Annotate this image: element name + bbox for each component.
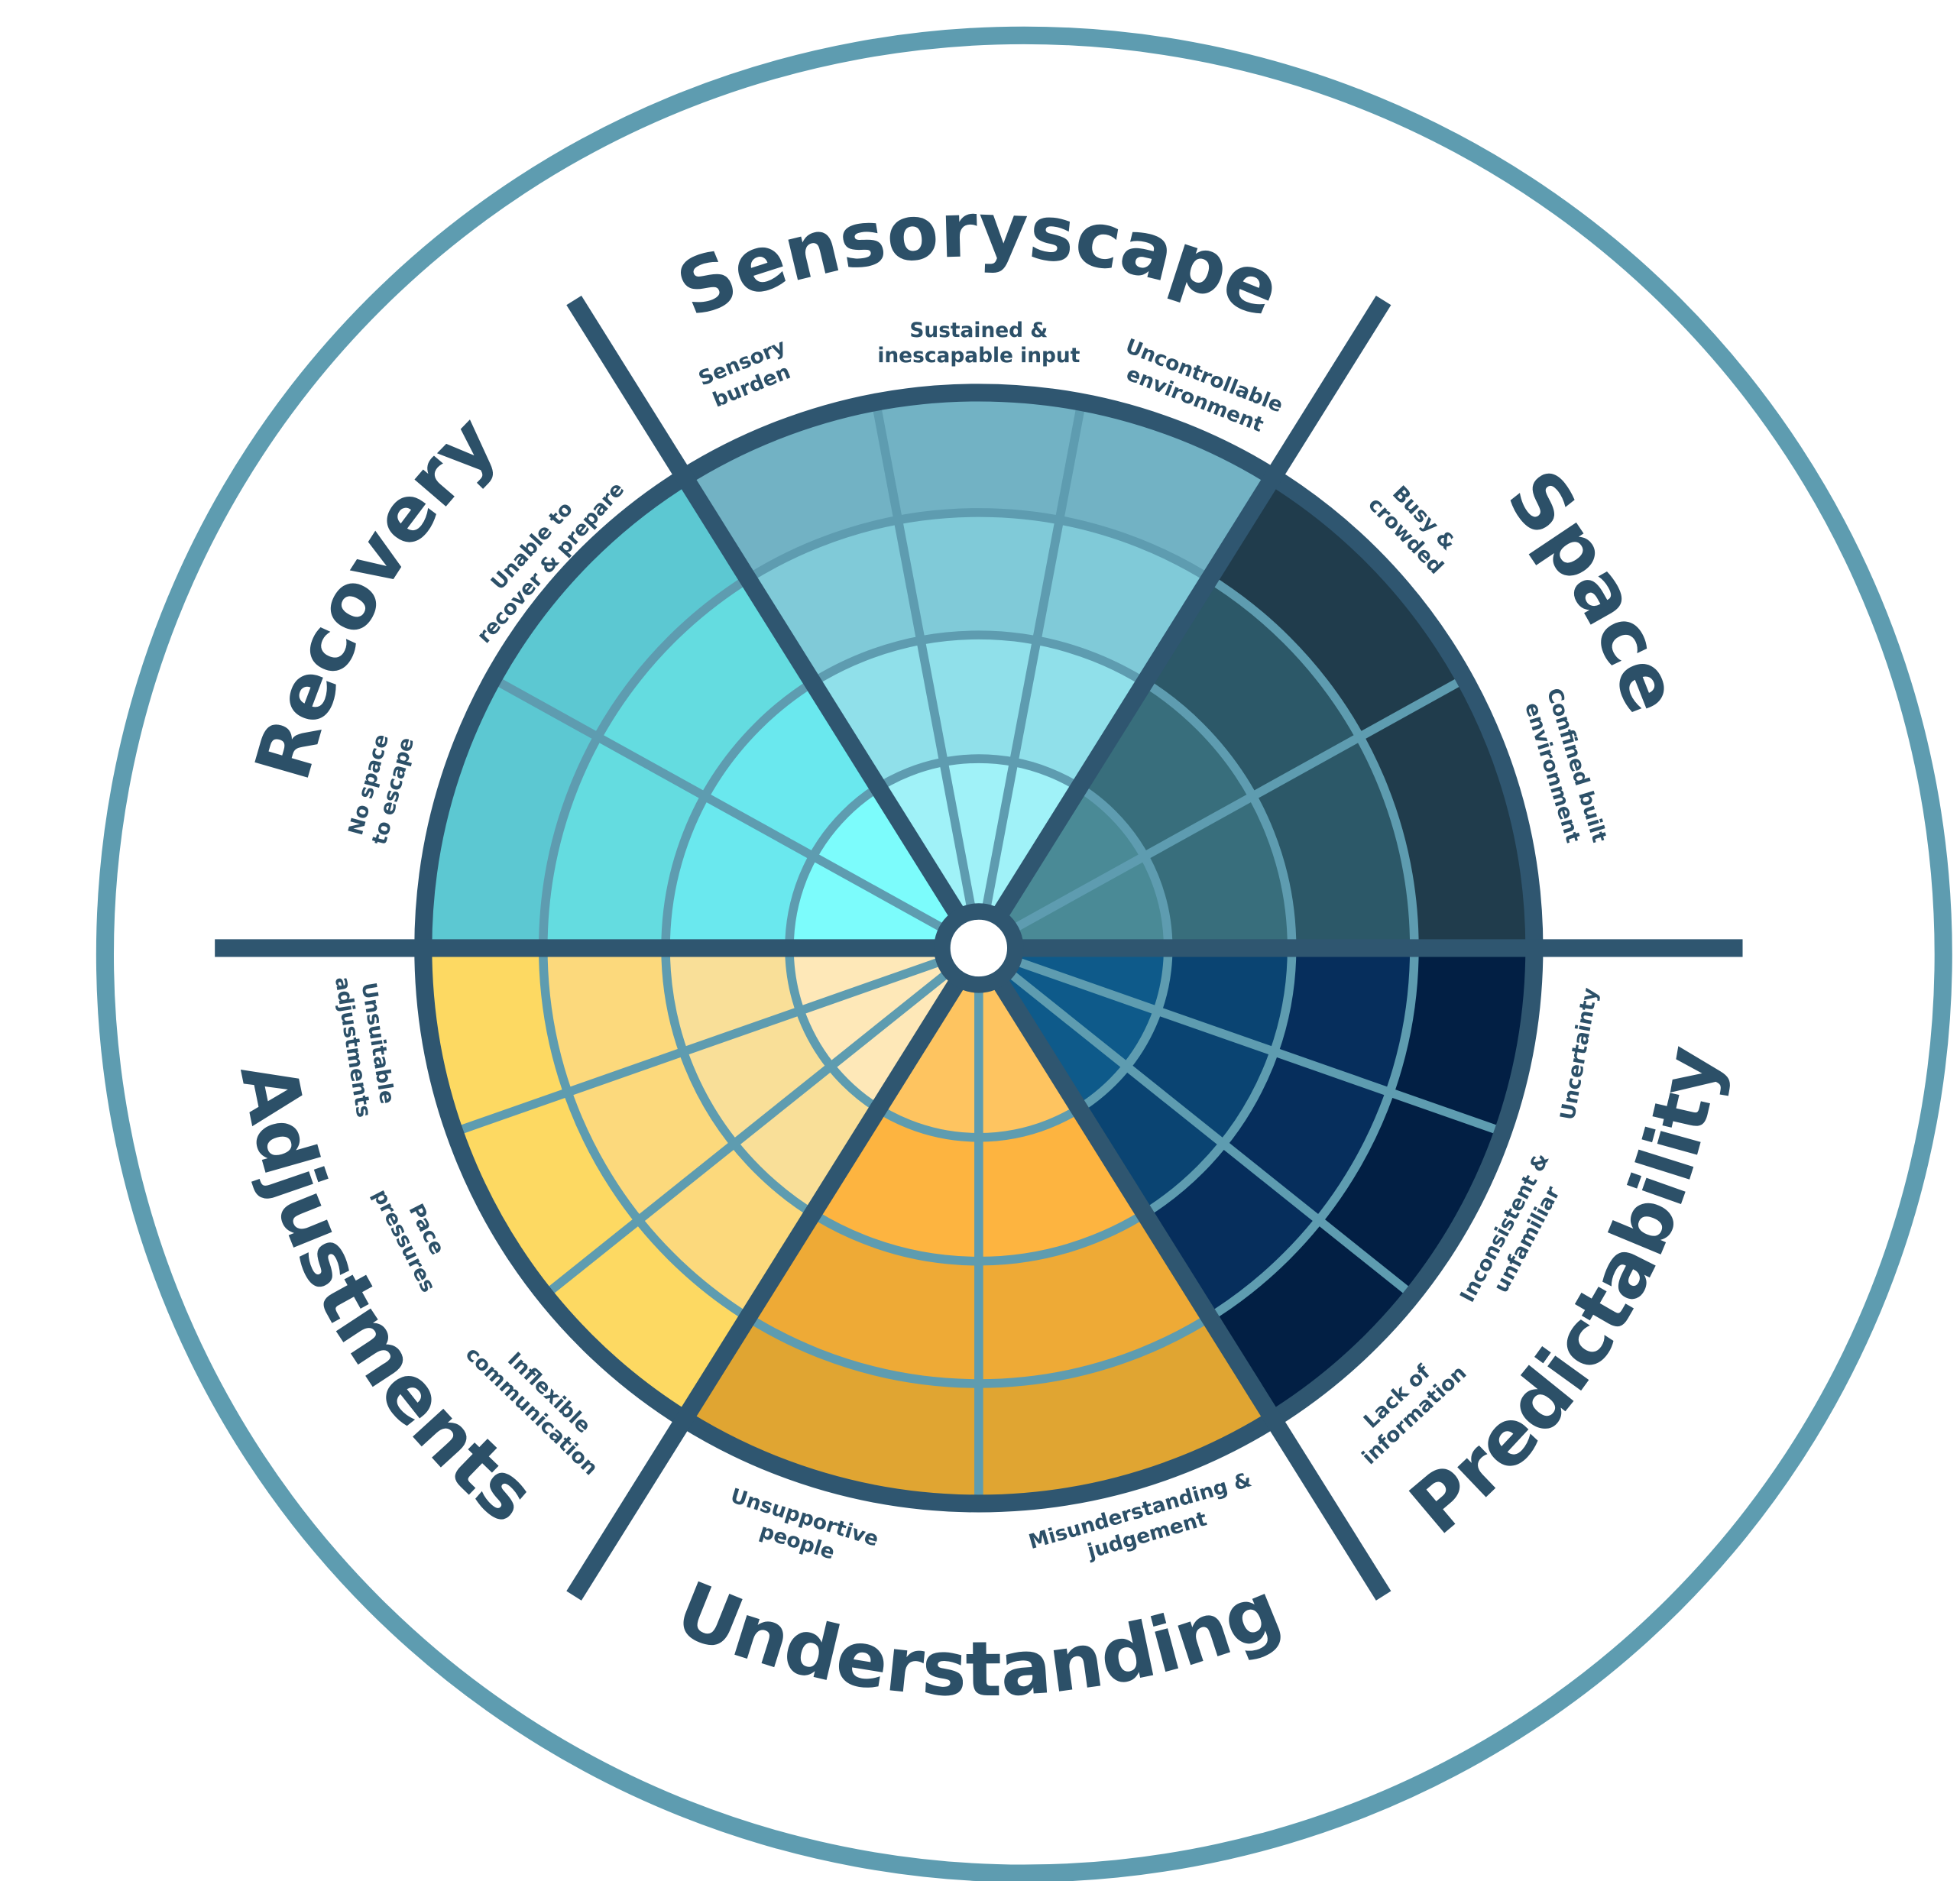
factor-label: Uncertainty — [1556, 986, 1602, 1122]
wheel-cell-recovery-ring-1 — [789, 787, 959, 948]
factor-label: Sensoryburden — [695, 335, 799, 414]
wheel-cell-sensoryscape-ring-4 — [684, 392, 1274, 579]
factor-label: No spaceto escape — [343, 728, 419, 848]
wheel-cell-recovery-ring-2 — [666, 682, 879, 948]
factor-label-text: No spaceto escape — [343, 728, 419, 847]
wheel-cell-adjustments-ring-3 — [543, 947, 813, 1318]
wheel-cell-predictability-ring-4 — [1209, 947, 1534, 1420]
category-label-sensoryscape: Sensoryscape — [666, 186, 1291, 335]
center-hub — [934, 903, 1024, 993]
subsector-divider — [1005, 968, 1416, 1299]
wheel-cell-predictability-ring-2 — [1079, 947, 1292, 1214]
factor-label-line: inescapable input — [877, 344, 1080, 367]
factor-label-text: Confined builtenvironment — [1518, 685, 1612, 853]
wheel-cell-space-ring-2 — [1079, 682, 1292, 948]
factor-label-text: Unsuitableadjustments — [330, 971, 400, 1119]
subsector-divider — [1012, 956, 1505, 1137]
factor-label-text: Sustained &inescapable input — [877, 319, 1080, 367]
category-divider — [566, 296, 967, 921]
category-label-text: Understanding — [665, 1565, 1294, 1714]
factor-label-line: Sustained & — [909, 319, 1048, 342]
wheel-cell-adjustments-ring-2 — [666, 947, 879, 1214]
category-label-understanding: Understanding — [665, 1565, 1294, 1714]
category-label-text: Sensoryscape — [666, 186, 1291, 335]
subsector-divider — [452, 956, 944, 1137]
wheel-cell-adjustments-ring-4 — [423, 947, 748, 1420]
factor-label: Sustained &inescapable input — [877, 319, 1080, 367]
wheel-dividers — [215, 296, 1743, 1601]
subsector-divider — [1009, 675, 1467, 934]
subsector-divider — [542, 968, 952, 1299]
wheel-cell-predictability-ring-3 — [1144, 947, 1414, 1318]
wheel-cells — [423, 392, 1534, 1504]
factor-label-text: Uncertainty — [1556, 986, 1602, 1122]
category-divider — [566, 975, 967, 1601]
wheel-cell-recovery-ring-3 — [543, 578, 813, 948]
wheel-cell-space-ring-3 — [1144, 578, 1414, 948]
subsector-divider — [981, 401, 1087, 912]
category-label-text: Space — [1490, 455, 1696, 725]
wheel-cell-sensoryscape-ring-2 — [812, 635, 1145, 788]
factor-label-text: Sensoryburden — [695, 335, 799, 414]
category-label-space: Space — [1490, 455, 1696, 725]
wheel-cell-sensoryscape-ring-1 — [878, 759, 1080, 916]
factor-label: Unsuitableadjustments — [330, 971, 400, 1119]
wheel-cell-space-ring-1 — [999, 787, 1168, 948]
category-divider — [991, 296, 1391, 921]
factor-label: Confined builtenvironment — [1518, 685, 1612, 853]
outer-ring — [96, 27, 1952, 1881]
category-divider — [991, 975, 1391, 1601]
factor-label-line: Uncertainty — [1556, 986, 1602, 1122]
subsector-divider — [491, 675, 948, 934]
wheel-cell-space-ring-4 — [1209, 477, 1534, 948]
subsector-divider — [871, 401, 977, 912]
wheel-cell-sensoryscape-ring-3 — [747, 512, 1210, 683]
wheel-cell-recovery-ring-4 — [423, 477, 748, 948]
